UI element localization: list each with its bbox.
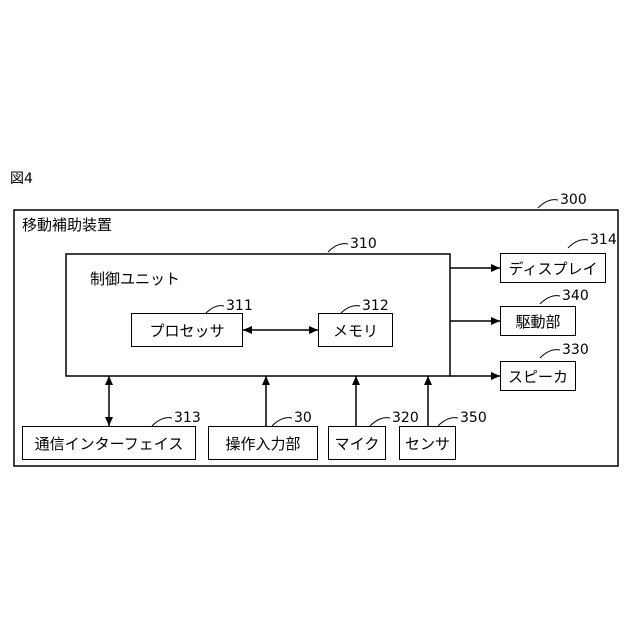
speaker-label: スピーカ xyxy=(508,366,568,387)
processor-box: プロセッサ xyxy=(131,313,243,347)
comm-interface-ref: 313 xyxy=(174,411,201,425)
comm-interface-label: 通信インターフェイス xyxy=(35,433,184,454)
drive-label: 駆動部 xyxy=(515,311,560,332)
mic-box: マイク xyxy=(328,426,386,460)
leader-300 xyxy=(538,200,558,208)
control-unit-label: 制御ユニット xyxy=(90,272,180,287)
processor-ref: 311 xyxy=(226,299,253,313)
memory-label: メモリ xyxy=(333,320,378,341)
operation-input-label: 操作入力部 xyxy=(225,433,300,454)
display-label: ディスプレイ xyxy=(509,258,598,279)
mic-label: マイク xyxy=(335,433,380,454)
speaker-ref: 330 xyxy=(562,343,589,357)
sensor-ref: 350 xyxy=(460,411,487,425)
leader-320 xyxy=(370,418,390,426)
device-label: 移動補助装置 xyxy=(22,218,112,233)
drive-ref: 340 xyxy=(562,289,589,303)
comm-interface-box: 通信インターフェイス xyxy=(22,426,196,460)
operation-input-ref: 30 xyxy=(294,411,312,425)
memory-box: メモリ xyxy=(318,313,393,347)
leader-340 xyxy=(540,296,560,304)
sensor-label: センサ xyxy=(405,433,450,454)
leader-313 xyxy=(152,418,172,426)
control-unit-ref: 310 xyxy=(350,237,377,251)
leader-350 xyxy=(438,418,458,426)
display-ref: 314 xyxy=(590,233,617,247)
memory-ref: 312 xyxy=(362,299,389,313)
operation-input-box: 操作入力部 xyxy=(208,426,318,460)
figure-label: 図4 xyxy=(10,172,33,186)
mic-ref: 320 xyxy=(392,411,419,425)
leader-310 xyxy=(328,244,348,252)
device-ref: 300 xyxy=(560,193,587,207)
leader-314 xyxy=(568,240,588,248)
processor-label: プロセッサ xyxy=(149,320,224,341)
leader-30 xyxy=(272,418,292,426)
sensor-box: センサ xyxy=(399,426,456,460)
speaker-box: スピーカ xyxy=(500,361,576,391)
leader-330 xyxy=(540,350,560,358)
display-box: ディスプレイ xyxy=(500,253,606,283)
drive-box: 駆動部 xyxy=(500,306,576,336)
